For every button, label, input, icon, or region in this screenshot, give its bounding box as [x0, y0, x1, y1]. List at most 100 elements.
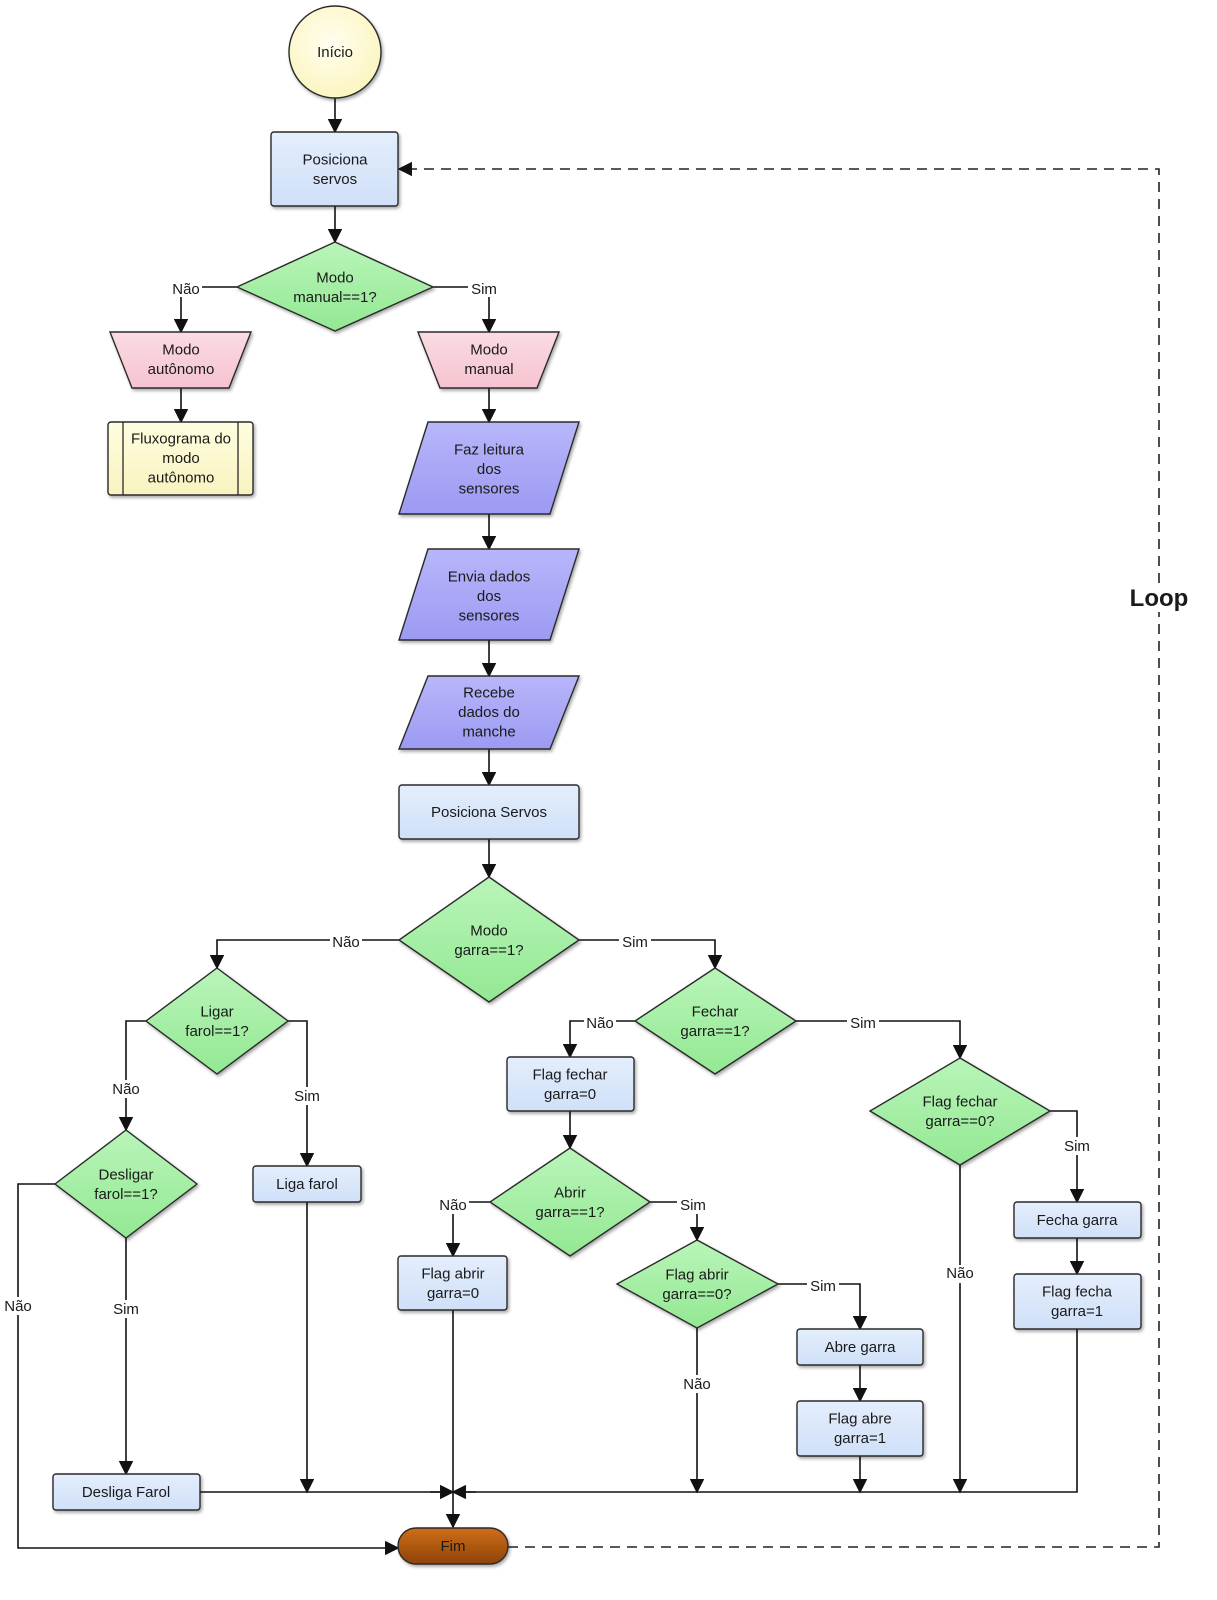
node-text-line: garra==1?	[680, 1023, 749, 1040]
node-modo-autonomo[interactable]	[108, 331, 253, 389]
node-text-line: garra==1?	[454, 942, 523, 959]
label-nao-fechar: Não	[586, 1015, 614, 1032]
node-text-line: Fecha garra	[1037, 1212, 1119, 1229]
node-abre-garra[interactable]	[796, 1328, 924, 1366]
node-decisao-abrir-garra[interactable]	[488, 1147, 652, 1257]
label-sim-fechar: Sim	[850, 1015, 876, 1032]
node-text-line: Flag fechar	[922, 1093, 997, 1110]
node-abre-garra-text: Abre garra	[825, 1339, 897, 1356]
edge-farol-sim	[288, 1020, 315, 1168]
node-decisao-desligar-farol[interactable]	[53, 1129, 199, 1239]
label-nao-garra: Não	[332, 934, 360, 951]
node-text-line: garra=1	[1051, 1303, 1103, 1320]
node-decisao-fechar-garra[interactable]	[633, 967, 798, 1075]
node-text-line: garra=1	[834, 1430, 886, 1447]
node-text-line: Flag fechar	[532, 1066, 607, 1083]
loop-label: Loop	[1130, 585, 1189, 612]
edge-desligar-nao	[17, 1183, 400, 1556]
node-text-line: farol==1?	[94, 1186, 157, 1203]
node-text-line: garra=0	[427, 1285, 479, 1302]
node-flag-abre-1[interactable]	[796, 1400, 924, 1457]
node-decisao-modo-garra-text: Modo garra==1?	[454, 922, 523, 959]
node-liga-farol[interactable]	[252, 1165, 362, 1203]
label-sim-flag-abrir: Sim	[810, 1278, 836, 1295]
node-decisao-desligar-farol-text: Desligar farol==1?	[94, 1166, 157, 1203]
node-fecha-garra[interactable]	[1013, 1201, 1142, 1239]
node-text-line: Modo	[162, 341, 200, 358]
edge-merge-right	[453, 1329, 1078, 1493]
node-flag-fecha-1[interactable]	[1013, 1273, 1142, 1330]
node-decisao-modo-manual[interactable]	[235, 241, 435, 332]
node-fim[interactable]	[397, 1527, 509, 1565]
node-text-line: garra=0	[544, 1086, 596, 1103]
node-text-line: Modo	[470, 922, 508, 939]
node-flag-fechar-0-text: Flag fechar garra=0	[532, 1066, 607, 1103]
node-envia-dados[interactable]	[398, 548, 580, 641]
node-text-line: manual	[464, 361, 513, 378]
node-text-line: Fim	[441, 1538, 466, 1555]
node-envia-dados-text: Envia dados dos sensores	[448, 569, 531, 625]
node-posiciona-servos-2-text: Posiciona Servos	[431, 804, 547, 821]
node-text-line: Flag abre	[828, 1410, 891, 1427]
node-text-line: dos	[477, 461, 501, 478]
label-sim-manual: Sim	[471, 281, 497, 298]
node-text-line: Flag abrir	[665, 1266, 728, 1283]
node-text-line: garra==0?	[662, 1286, 731, 1303]
node-text-line: Envia dados	[448, 569, 531, 586]
node-text-line: manche	[462, 724, 515, 741]
node-fecha-garra-text: Fecha garra	[1037, 1212, 1119, 1229]
edge-flagfechar-sim	[1050, 1110, 1085, 1204]
node-text-line: farol==1?	[185, 1023, 248, 1040]
node-text-line: Desliga Farol	[82, 1484, 170, 1501]
node-text-line: servos	[313, 171, 357, 188]
node-fluxograma-autonomo[interactable]	[107, 421, 254, 496]
node-inicio-text: Início	[317, 44, 353, 61]
label-nao-abrir: Não	[439, 1197, 467, 1214]
edge-flagabrir-sim	[778, 1283, 868, 1331]
node-flag-fechar-0[interactable]	[506, 1056, 635, 1112]
label-nao-flag-abrir: Não	[683, 1376, 711, 1393]
label-nao-flag-fechar: Não	[946, 1265, 974, 1282]
node-text-line: Fluxograma do	[131, 431, 231, 448]
node-posiciona-servos[interactable]	[270, 131, 399, 207]
node-flag-abrir-0[interactable]	[397, 1255, 508, 1311]
node-decisao-flag-fechar[interactable]	[868, 1057, 1052, 1166]
node-text-line: autônomo	[148, 470, 215, 487]
node-text-line: dos	[477, 588, 501, 605]
node-text-line: Abre garra	[825, 1339, 897, 1356]
edge-farol-nao	[118, 1020, 146, 1132]
node-faz-leitura[interactable]	[398, 421, 580, 515]
node-flag-abre-1-text: Flag abre garra=1	[828, 1410, 891, 1447]
node-recebe-manche[interactable]	[397, 675, 581, 750]
node-text-line: sensores	[459, 481, 520, 498]
node-text-line: Liga farol	[276, 1176, 338, 1193]
node-posiciona-servos-2[interactable]	[398, 784, 580, 840]
node-text-line: Desligar	[98, 1166, 153, 1183]
node-decisao-modo-garra[interactable]	[397, 876, 581, 1003]
node-text-line: dados do	[458, 704, 520, 721]
node-text-line: Faz leitura	[454, 442, 525, 459]
node-text-line: Ligar	[200, 1003, 233, 1020]
node-decisao-ligar-farol[interactable]	[144, 967, 290, 1075]
label-sim-desligar: Sim	[113, 1301, 139, 1318]
node-decisao-flag-abrir[interactable]	[615, 1239, 780, 1329]
label-nao-farol: Não	[112, 1081, 140, 1098]
node-text-line: Posiciona Servos	[431, 804, 547, 821]
node-inicio[interactable]	[288, 5, 382, 99]
label-sim-farol: Sim	[294, 1088, 320, 1105]
node-desliga-farol[interactable]	[52, 1473, 201, 1511]
node-text-line: garra==1?	[535, 1204, 604, 1221]
node-modo-manual[interactable]	[416, 331, 561, 389]
node-liga-farol-text: Liga farol	[276, 1176, 338, 1193]
node-text-line: sensores	[459, 608, 520, 625]
